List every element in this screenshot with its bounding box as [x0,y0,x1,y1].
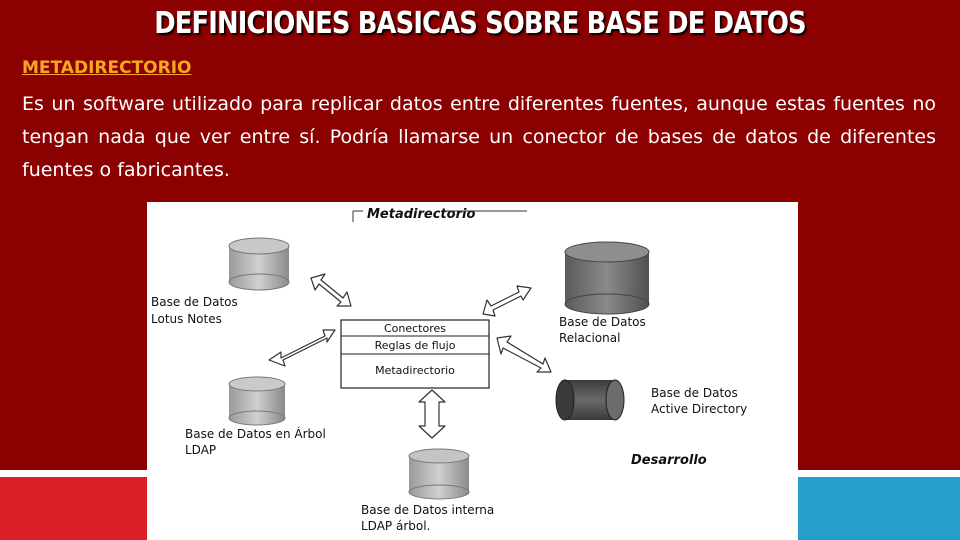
desarrollo-label: Desarrollo [631,453,707,468]
database-icon-active-directory [555,379,625,421]
center-row-conectores: Conectores [384,322,446,335]
database-icon-relacional [564,241,650,315]
metadirectory-diagram: Metadirectorio Base de Datos Lotus Notes… [147,202,798,540]
relacional-label-line2: Relacional [559,331,620,345]
interna-label-line2: LDAP árbol. [361,519,430,533]
metadirectory-central-box [340,319,490,389]
arbol-label-line1: Base de Datos en Árbol [185,426,326,441]
diagram-title: Metadirectorio [367,207,475,222]
section-subtitle: METADIRECTORIO [22,58,192,78]
slide-title: DEFINICIONES BASICAS SOBRE BASE DE DATOS [154,6,806,41]
arrow-interna [418,389,446,439]
lotus-label-line2: Lotus Notes [151,312,222,326]
center-row-metadirectorio: Metadirectorio [375,364,455,377]
arrow-relacional [482,285,532,317]
arrow-lotus [310,273,352,307]
active-directory-label-line1: Base de Datos [651,386,738,400]
center-row-reglas: Reglas de flujo [375,339,456,352]
relacional-label-line1: Base de Datos [559,315,646,329]
lotus-label-line1: Base de Datos [151,295,238,309]
arrow-arbol [268,329,336,367]
arrow-active-directory [496,335,552,373]
database-icon-arbol [228,376,286,426]
footer-accent-left [0,477,147,540]
active-directory-label-line2: Active Directory [651,402,747,416]
definition-paragraph: Es un software utilizado para replicar d… [22,93,936,181]
interna-label-line1: Base de Datos interna [361,503,494,517]
footer-accent-right [798,477,960,540]
database-icon-interna [408,448,470,500]
database-icon-lotus [228,237,290,291]
arbol-label-line2: LDAP [185,443,216,457]
